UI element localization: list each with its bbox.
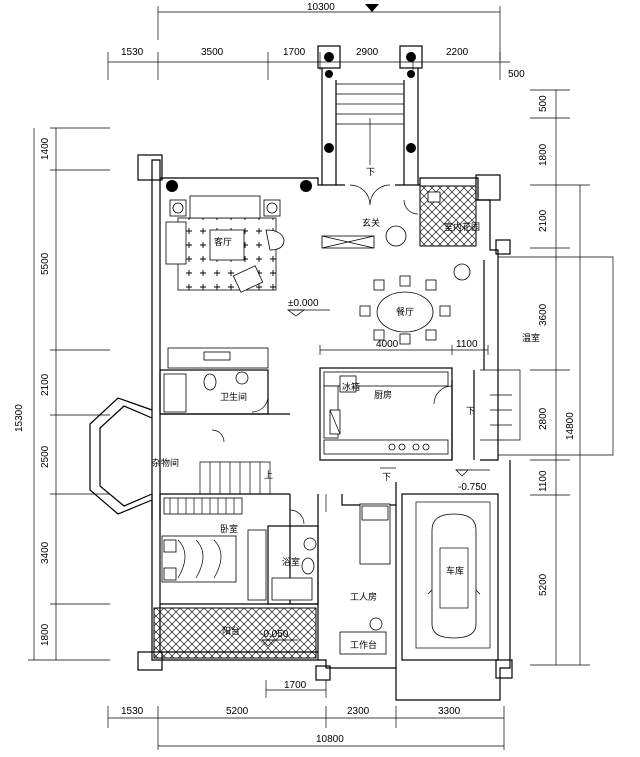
dim-dining-1100: 1100 xyxy=(456,339,478,350)
label-indoor-garden: 室内花园 xyxy=(444,221,480,233)
dim-right-6: 1100 xyxy=(538,470,549,492)
elevation-terrace: -0.050 xyxy=(260,629,289,640)
dim-right-total: 14800 xyxy=(565,412,576,440)
dim-top-1: 1530 xyxy=(121,47,144,58)
dim-top-5: 2200 xyxy=(446,47,469,58)
left-dimension-lines xyxy=(28,127,110,661)
dim-bottom-total: 10800 xyxy=(316,734,344,745)
dim-left-1: 1400 xyxy=(40,137,51,160)
label-bathroom: 浴室 xyxy=(282,556,300,568)
label-storage: 杂物间 xyxy=(152,457,179,469)
elevation-main: ±0.000 xyxy=(288,298,319,309)
kitchen xyxy=(319,367,475,461)
label-top-toilet: 卫生间 xyxy=(220,391,247,403)
dim-left-total: 15300 xyxy=(14,404,25,432)
label-worker-room: 工人房 xyxy=(350,591,377,603)
label-down-stairs: 下 xyxy=(366,168,375,178)
label-kitchen: 厨房 xyxy=(374,389,392,401)
label-down-kitchen: 下 xyxy=(466,407,475,417)
dim-top-4: 2900 xyxy=(356,47,379,58)
dim-left-5: 3400 xyxy=(40,541,51,564)
top-toilet xyxy=(159,347,269,415)
dim-top-total: 10300 xyxy=(307,2,335,13)
dim-right-5: 2800 xyxy=(538,407,549,430)
terrace xyxy=(153,607,317,659)
label-greenhouse: 温室 xyxy=(522,332,540,344)
bottom-bathroom xyxy=(267,494,319,660)
dim-right-1: 500 xyxy=(538,95,549,112)
dim-bottom-3: 2300 xyxy=(347,706,370,717)
entrance-porch xyxy=(317,45,423,206)
dim-dining-4000: 4000 xyxy=(376,339,399,350)
dim-left-2: 5500 xyxy=(40,252,51,275)
bottom-dimension-lines xyxy=(107,680,505,750)
right-dimension-lines xyxy=(530,89,590,666)
label-down-garage: 下 xyxy=(382,473,391,483)
dim-right-4: 3600 xyxy=(538,303,549,326)
foyer xyxy=(321,199,419,249)
dim-top-2: 3500 xyxy=(201,47,224,58)
label-desk: 工作台 xyxy=(350,639,377,651)
label-living-room: 客厅 xyxy=(214,236,232,248)
label-dining-room: 餐厅 xyxy=(396,306,414,318)
north-arrow-marker xyxy=(365,4,379,12)
dim-bottom-2: 5200 xyxy=(226,706,249,717)
dim-bottom-1: 1530 xyxy=(121,706,144,717)
label-garage: 车库 xyxy=(446,565,464,577)
dim-top-3: 1700 xyxy=(283,47,306,58)
greenhouse xyxy=(480,256,614,456)
bedroom xyxy=(160,494,318,605)
storage-room xyxy=(89,397,290,515)
dining-room xyxy=(319,260,489,370)
label-fridge: 冰箱 xyxy=(342,381,360,393)
dim-bottom-4: 3300 xyxy=(438,706,461,717)
living-room xyxy=(165,180,312,293)
garage xyxy=(401,469,499,661)
dim-right-7: 5200 xyxy=(538,573,549,596)
label-bedroom: 卧室 xyxy=(220,523,238,535)
elevation-garage: -0.750 xyxy=(458,482,487,493)
indoor-garden xyxy=(419,185,477,247)
dim-right-2: 1800 xyxy=(538,143,549,166)
dim-left-4: 2500 xyxy=(40,445,51,468)
dim-right-3: 2100 xyxy=(538,209,549,232)
dim-left-6: 1800 xyxy=(40,623,51,646)
worker-room xyxy=(325,467,397,668)
label-terrace: 阳台 xyxy=(222,625,240,637)
label-up-stairs: 上 xyxy=(264,470,273,481)
top-dimension-lines xyxy=(107,4,510,80)
dim-bottom-mid: 1700 xyxy=(284,680,307,691)
dim-top-small: 500 xyxy=(508,69,525,80)
dim-left-3: 2100 xyxy=(40,373,51,396)
label-foyer: 玄关 xyxy=(362,217,380,229)
